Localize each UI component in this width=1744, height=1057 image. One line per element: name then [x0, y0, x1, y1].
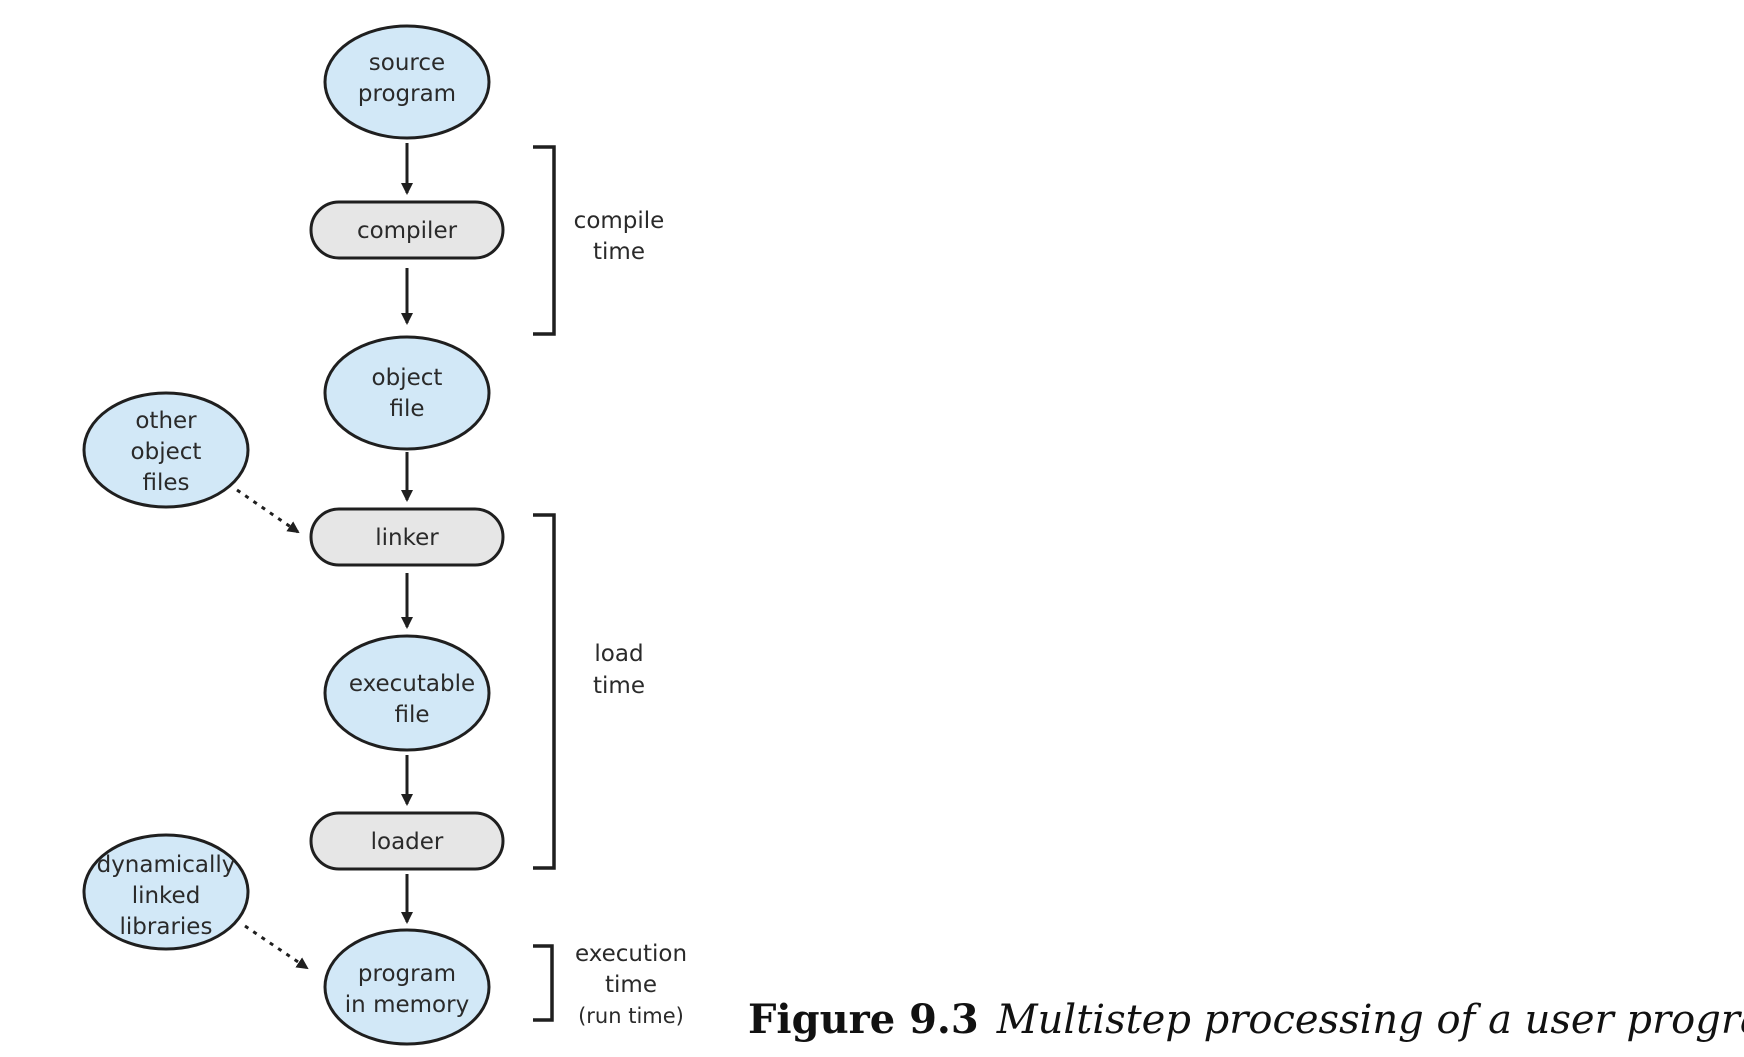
dll-line1: dynamically	[97, 852, 236, 878]
svg-text:compile: compile	[574, 208, 665, 234]
dotted-arrow-other-objects-to-linker	[236, 488, 300, 534]
dotted-arrow-dll-to-memory	[244, 924, 309, 970]
other-object-files-node: other object files	[82, 391, 250, 509]
executable-file-line2: file	[394, 702, 429, 728]
svg-text:time: time	[605, 972, 657, 998]
svg-text:time: time	[593, 673, 645, 699]
svg-text:time: time	[593, 239, 645, 265]
program-in-memory-line2: in memory	[345, 992, 469, 1018]
other-object-files-line3: files	[142, 470, 189, 496]
compiler-label: compiler	[357, 218, 458, 244]
program-in-memory-line1: program	[358, 961, 456, 987]
load-time-bracket	[533, 513, 556, 870]
execution-time-bracket	[533, 944, 554, 1022]
dll-line3: libraries	[120, 914, 213, 940]
loader-label: loader	[371, 829, 444, 855]
compile-time-label: compile time	[574, 208, 665, 265]
figure-number: Figure 9.3	[748, 996, 979, 1043]
figure-caption: Figure 9.3 Multistep processing of a user…	[748, 996, 1744, 1043]
compiler-node: compiler	[309, 200, 505, 260]
source-program-node: source program	[323, 24, 491, 140]
source-program-line1: source	[369, 50, 445, 76]
svg-text:(run time): (run time)	[578, 1004, 684, 1028]
execution-time-label: execution time (run time)	[575, 941, 687, 1028]
loader-node: loader	[309, 811, 505, 871]
executable-file-node: executable file	[323, 634, 491, 752]
dll-line2: linked	[132, 883, 201, 909]
program-in-memory-node: program in memory	[323, 928, 491, 1046]
object-file-line1: object	[372, 365, 443, 391]
other-object-files-line1: other	[135, 408, 197, 434]
other-object-files-line2: object	[131, 439, 202, 465]
compile-time-bracket	[533, 145, 556, 336]
load-time-label: load time	[593, 641, 645, 699]
source-program-line2: program	[358, 81, 456, 107]
executable-file-line1: executable	[349, 671, 475, 697]
linker-label: linker	[375, 525, 439, 551]
linker-node: linker	[309, 507, 505, 567]
svg-text:load: load	[594, 641, 643, 667]
object-file-line2: file	[389, 396, 424, 422]
figure-caption-text: Multistep processing of a user program.	[996, 997, 1744, 1043]
object-file-node: object file	[323, 335, 491, 451]
dynamically-linked-libraries-node: dynamically linked libraries	[82, 833, 250, 951]
svg-text:execution: execution	[575, 941, 687, 967]
